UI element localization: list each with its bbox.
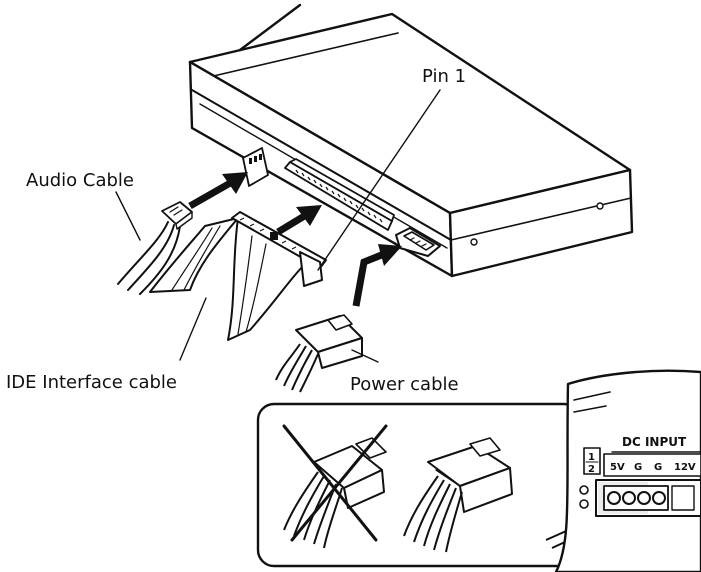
pin-label-g1: G	[634, 462, 642, 473]
jumper-label-2: 2	[588, 464, 595, 475]
dc-input-title: DC INPUT	[622, 435, 687, 449]
ide-connector-socket	[284, 158, 395, 231]
audio-cable	[117, 201, 193, 295]
leader-lines	[115, 89, 441, 363]
ide-ribbon-cable	[149, 211, 327, 341]
audio-cable-label: Audio Cable	[26, 170, 134, 191]
dc-input-panel: DC INPUT 5V G G 12V 1 2	[554, 369, 701, 572]
pin-label-5v: 5V	[610, 462, 625, 473]
pin-label-g2: G	[654, 462, 662, 473]
insertion-arrows	[188, 172, 402, 307]
power-cable-plug	[275, 314, 363, 393]
audio-connector-socket	[242, 147, 269, 187]
power-cable-label: Power cable	[350, 374, 459, 395]
ide-cable-label: IDE Interface cable	[6, 372, 177, 393]
pin-label-12v: 12V	[674, 462, 696, 473]
incorrect-plug-illustration	[282, 424, 388, 549]
pin1-label: Pin 1	[422, 66, 466, 87]
correct-plug-illustration	[403, 437, 513, 553]
jumper-label-1: 1	[588, 452, 595, 463]
power-connector-socket	[395, 227, 441, 257]
